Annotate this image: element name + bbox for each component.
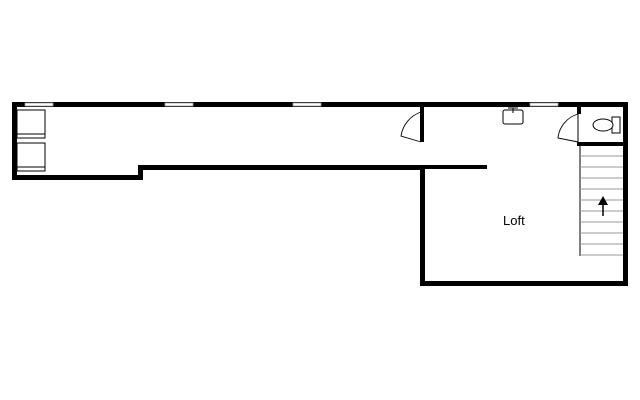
staircase [579, 146, 623, 256]
stair-arrow-icon [598, 196, 608, 216]
wall-corridor-step [138, 165, 143, 180]
wall-partition [420, 165, 487, 169]
wall-left [12, 102, 17, 180]
window [24, 102, 54, 107]
toilet-icon [592, 116, 621, 134]
door-swing-icon [400, 111, 422, 143]
sink-icon [502, 107, 524, 125]
door-swing-icon [557, 113, 579, 143]
appliance-icon [16, 142, 46, 172]
wall-corridor-bottom-right [138, 165, 423, 170]
window [292, 102, 322, 107]
wall-loft-divider [420, 102, 424, 142]
window [164, 102, 194, 107]
wall-right [623, 102, 628, 286]
room-label-loft: Loft [503, 213, 525, 228]
window [529, 102, 559, 107]
wall-corridor-bottom-left [12, 175, 142, 180]
wall-bath-left [577, 102, 581, 114]
wall-loft-bottom [420, 281, 628, 286]
wall-bath-bottom [577, 142, 628, 146]
wall-loft-left [420, 165, 425, 286]
appliance-icon [16, 109, 46, 139]
